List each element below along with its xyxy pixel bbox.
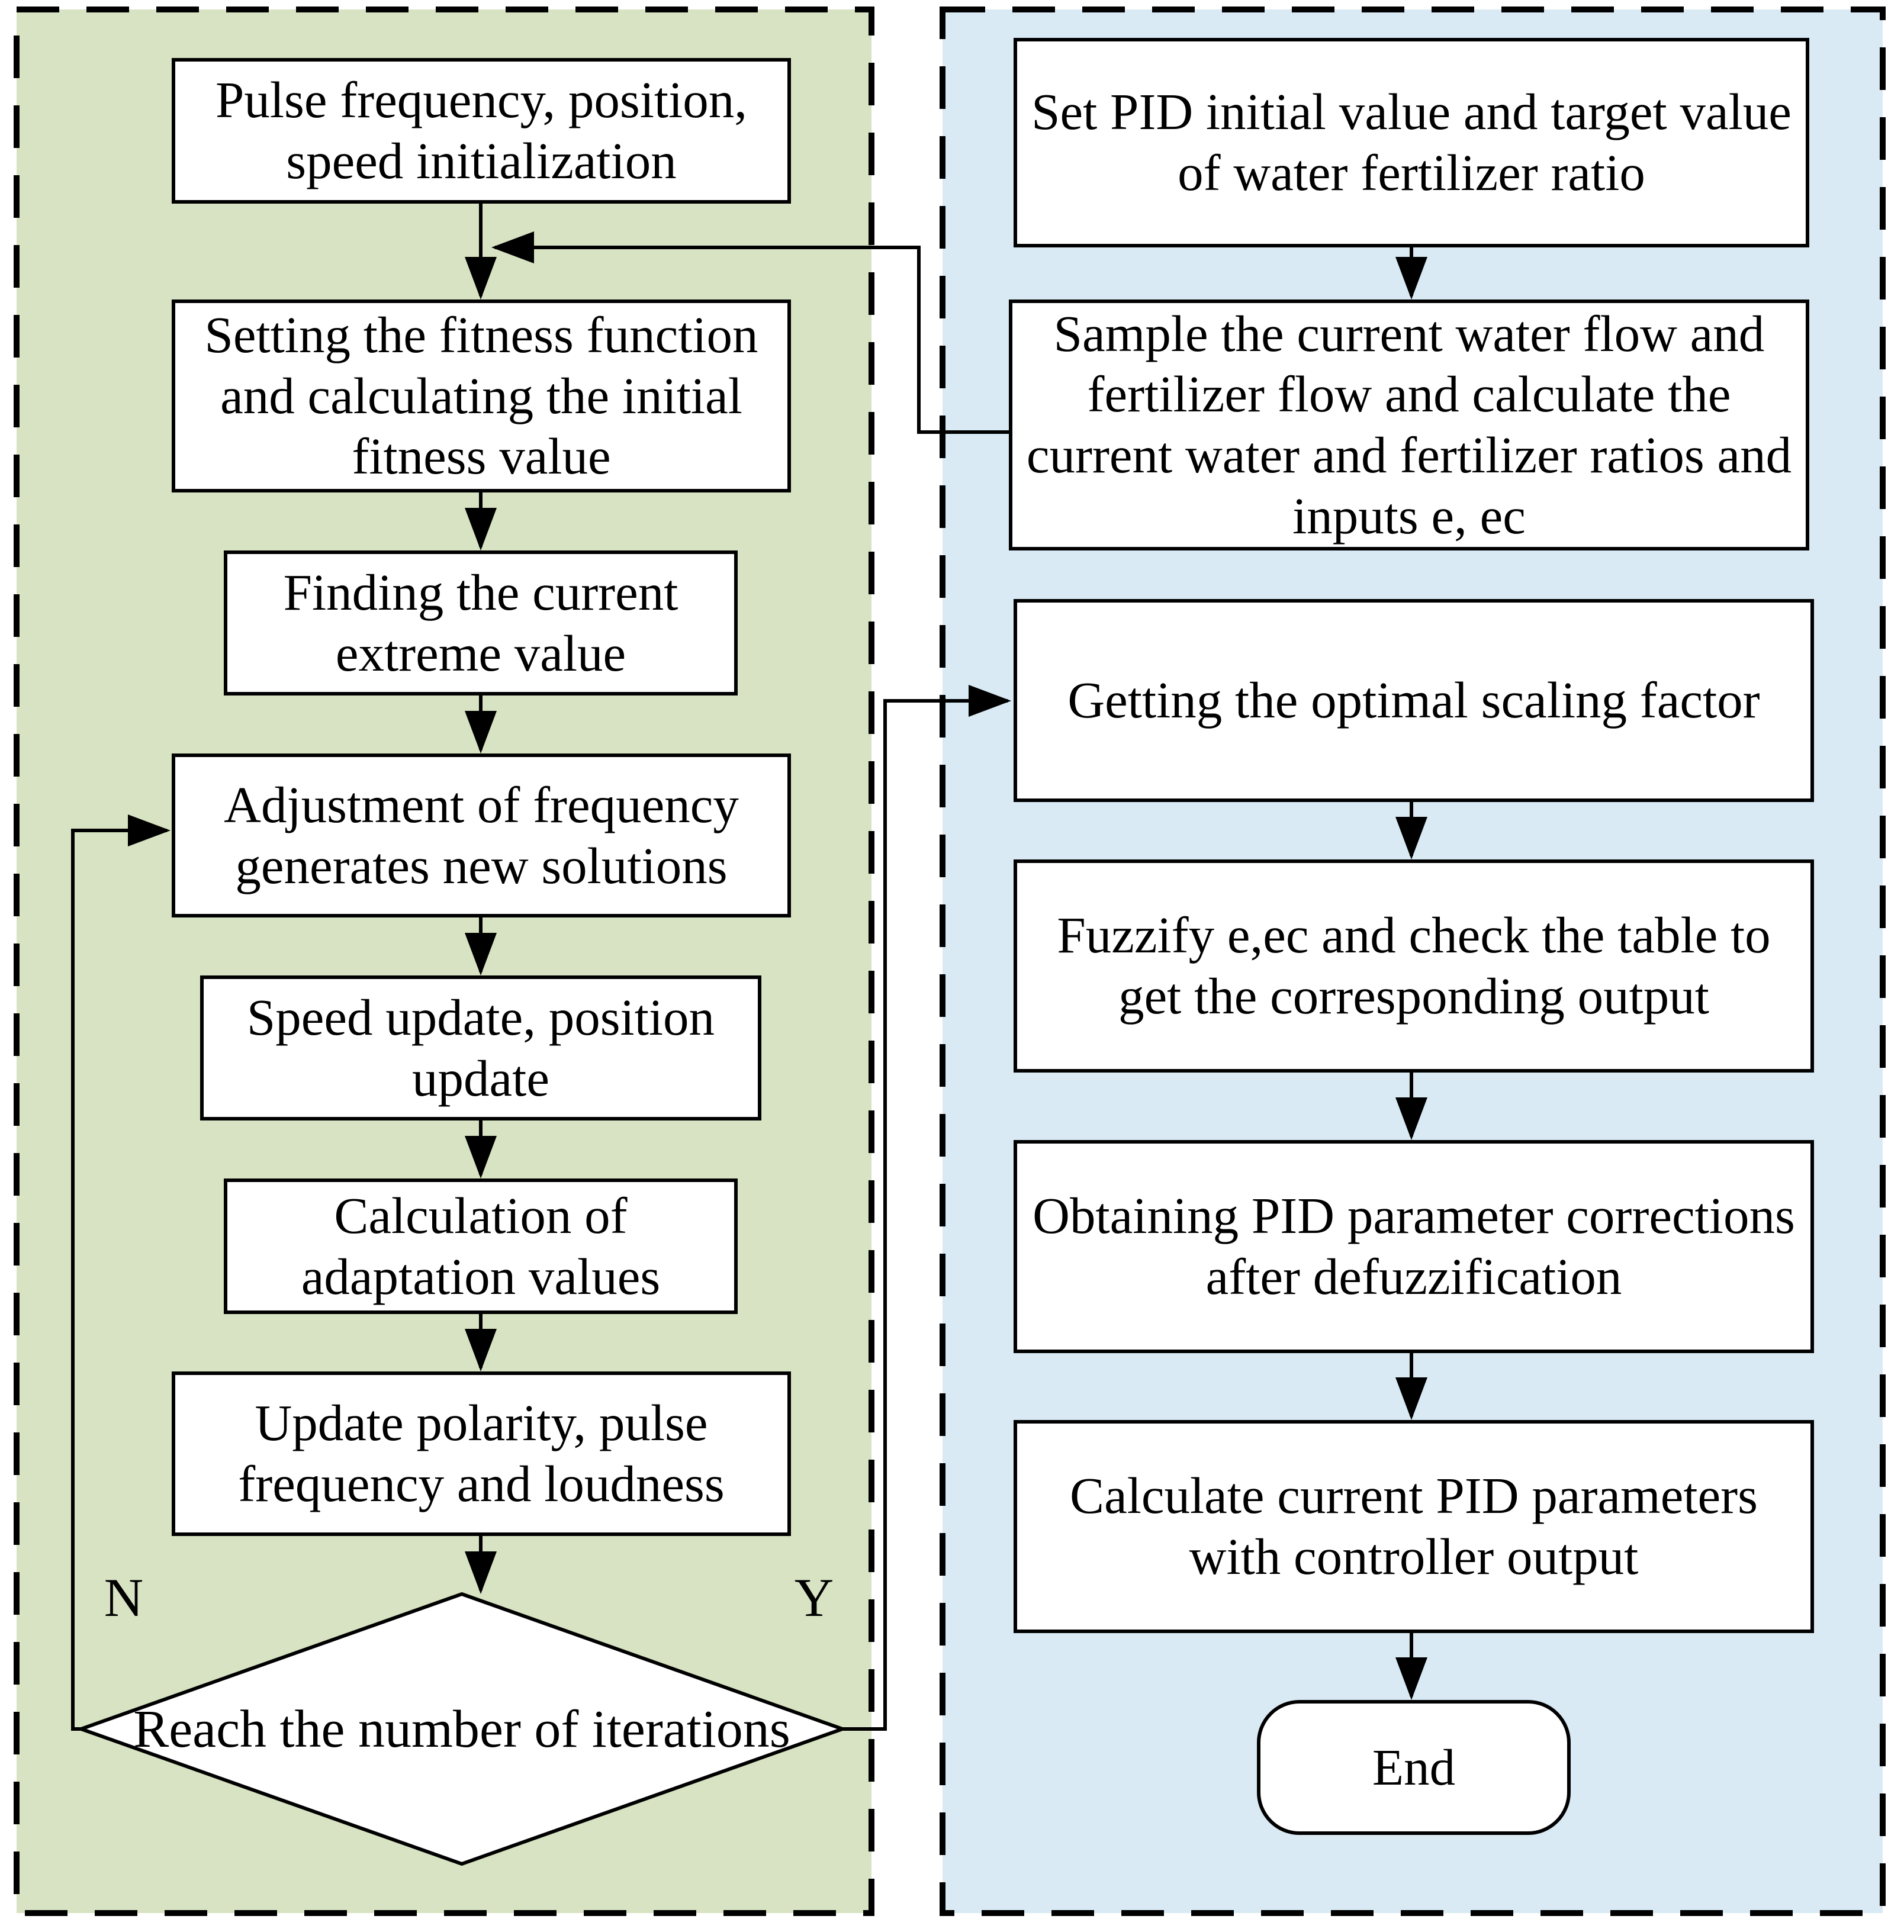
arrow-decision-yes-to-scaling (842, 685, 1011, 1731)
node-adjust: Adjustment of frequency generates new so… (172, 754, 791, 917)
node-end: End (1257, 1700, 1571, 1835)
node-set-pid: Set PID initial value and target value o… (1014, 38, 1809, 247)
branch-yes-label: Y (794, 1567, 834, 1628)
node-scaling: Getting the optimal scaling factor (1014, 599, 1814, 802)
branch-no-label: N (104, 1567, 144, 1628)
node-adaptation: Calculation of adaptation values (224, 1178, 738, 1314)
decision-label: Reach the number of iterations (133, 1699, 790, 1759)
node-speed: Speed update, position update (200, 975, 761, 1120)
node-init: Pulse frequency, position, speed initial… (172, 58, 791, 204)
node-calc: Calculate current PID parameters with co… (1014, 1420, 1814, 1633)
node-fitness: Setting the fitness function and calcula… (172, 300, 791, 492)
node-fuzzify: Fuzzify e,ec and check the table to get … (1014, 859, 1814, 1073)
node-sample: Sample the current water flow and fertil… (1009, 300, 1809, 550)
node-polarity: Update polarity, pulse frequency and lou… (172, 1371, 791, 1536)
node-extreme: Finding the current extreme value (224, 550, 738, 695)
flow-arrows (71, 204, 1427, 1731)
node-defuzz: Obtaining PID parameter corrections afte… (1014, 1140, 1814, 1353)
decision-diamond (76, 1592, 848, 1866)
arrow-sample-to-left-column (491, 231, 1009, 434)
